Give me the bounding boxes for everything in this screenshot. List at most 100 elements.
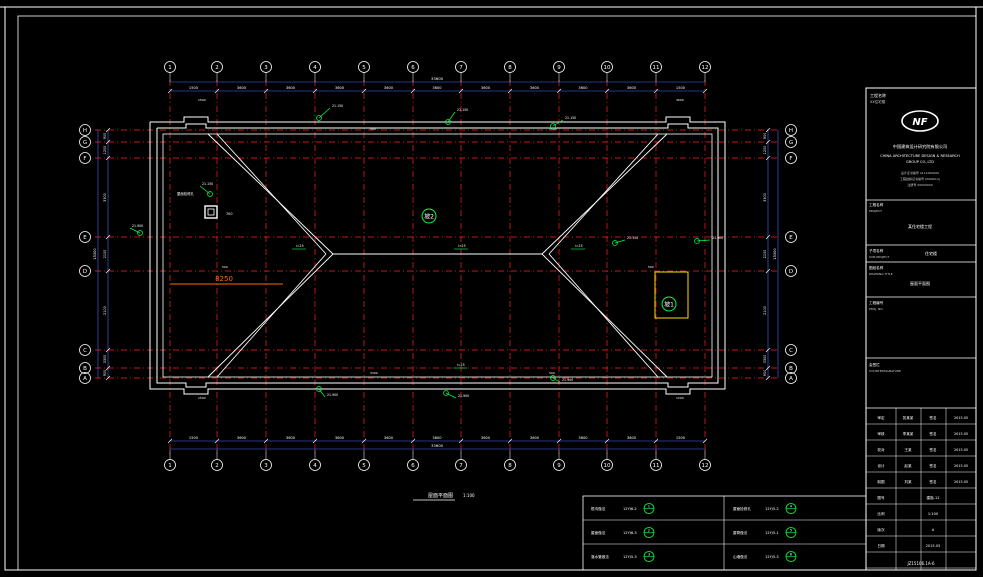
dim-text: 3600: [286, 86, 296, 90]
approve-sub: COUNTERSIGNATURE: [869, 369, 901, 373]
legend-label: 屋脊做法: [733, 530, 748, 535]
callout-leader: [552, 119, 564, 127]
axis-label-row: F: [789, 156, 792, 162]
dim-text: 1500: [189, 86, 199, 90]
dim-tick-v: [105, 127, 111, 133]
dim-tick: [556, 438, 562, 444]
project-sub: PROJECT: [869, 209, 882, 213]
dim-tick-v: [765, 234, 771, 240]
dim-tick: [604, 438, 610, 444]
legend-num: 6: [790, 553, 792, 557]
dim-text-v: 3300: [763, 355, 767, 364]
callout-marker: [550, 375, 556, 381]
company-name-en2: GROUP CO.,LTD: [906, 160, 934, 164]
cert-line-2: 工程勘察证书编号 000000-kj: [900, 176, 940, 181]
axis-label-row: G: [789, 140, 793, 146]
dim-text: 1500: [676, 86, 686, 90]
axis-label-col: 1: [168, 463, 172, 469]
drawing-border: [4, 6, 977, 571]
hip-line: [216, 133, 327, 255]
roof-edge: [162, 133, 713, 378]
dim-tick-v: [765, 375, 771, 381]
axis-label-row: F: [83, 156, 86, 162]
dim-text-v: 900: [763, 133, 767, 139]
elevation-text: 21.150: [627, 236, 638, 240]
legend-ref: 12YJ5-3: [623, 555, 637, 559]
dim-tick-v: [105, 375, 111, 381]
ridge-tag-text: 坡2: [424, 213, 434, 221]
callout-marker: [694, 238, 700, 244]
axis-label-row: C: [789, 348, 793, 354]
roof-plan-title: 屋面平面图: [428, 493, 453, 499]
axis-bubble-row: [785, 231, 797, 243]
dim-text: 3600: [335, 436, 345, 440]
dim-tick: [312, 88, 318, 94]
callout-marker: [207, 191, 213, 197]
sig-date: 2015.05: [954, 416, 968, 420]
elevation-text: 21.150: [457, 108, 468, 112]
axis-bubble-row: [79, 265, 91, 277]
legend-label: 檐沟做法: [591, 506, 606, 511]
legend-num: 1: [648, 505, 650, 509]
axis-bubble-row: [79, 362, 91, 374]
dim-text-v: 900: [763, 370, 767, 376]
dim-text-v: 2100: [763, 306, 767, 315]
axis-bubble-row: [79, 231, 91, 243]
info-key: 版次: [877, 527, 885, 532]
dim-tick: [410, 88, 416, 94]
cert-line-1: 设计证书编号 A111000000: [901, 170, 939, 175]
slope-text: i=25: [575, 244, 583, 248]
axis-label-row: B: [789, 366, 793, 372]
slope-text: i=25: [296, 244, 304, 248]
dim-text: 3600: [627, 86, 637, 90]
callout-marker: [137, 230, 143, 236]
slope-text: i=25: [458, 244, 466, 248]
legend-num: 4: [790, 505, 792, 509]
detail-dim: 500: [222, 265, 228, 269]
dim-text-v: 1200: [103, 146, 107, 155]
axis-label-row: B: [83, 366, 87, 372]
axis-label-col: 7: [459, 65, 463, 71]
dim-tick: [312, 438, 318, 444]
dim-text: 3600: [627, 436, 637, 440]
dim-text-v: 3300: [763, 193, 767, 202]
axis-label-col: 8: [508, 463, 512, 469]
sig-date: 2015.05: [954, 448, 968, 452]
elevation-text: 21.150: [565, 116, 576, 120]
detail-dim: 3600: [676, 98, 684, 102]
callout-marker: [612, 240, 618, 246]
axis-label-row: D: [83, 269, 87, 275]
drawing-value: 屋面平面图: [910, 280, 930, 286]
hatch-dim: 700: [226, 212, 232, 216]
dim-tick: [361, 438, 367, 444]
axis-bubble-row: [785, 344, 797, 356]
dim-text: 3600: [578, 436, 588, 440]
callout-leader: [199, 185, 211, 195]
dim-tick: [361, 88, 367, 94]
tb-top-value: XX住宅楼: [870, 99, 886, 104]
drawing-code: JZ15106.1A-6: [906, 561, 935, 566]
sub-label: 子项名称: [869, 248, 884, 253]
elevation-text: 21.900: [132, 224, 143, 228]
dim-tick: [410, 438, 416, 444]
callout-marker: [445, 119, 451, 125]
logo-text: NF: [912, 117, 927, 128]
callout-leader: [445, 392, 457, 399]
company-logo-icon: [901, 110, 939, 132]
sig-role: 制图: [877, 479, 885, 484]
axis-label-col: 5: [362, 65, 366, 71]
hatch-label: 屋面检修孔: [177, 191, 195, 196]
dim-text: 3600: [384, 86, 394, 90]
legend-num: 2: [648, 529, 650, 533]
dim-tick-v: [765, 139, 771, 145]
axis-label-col: 2: [215, 463, 219, 469]
dim-text: 3600: [286, 436, 296, 440]
info-value: A: [932, 528, 935, 532]
dim-text-v: 1200: [763, 146, 767, 155]
eave-inner: [156, 123, 719, 388]
callout-leader: [552, 377, 561, 383]
axis-bubble-row: [79, 344, 91, 356]
owner-label: 工程编号: [869, 300, 884, 305]
elevation-text: 21.150: [202, 182, 213, 186]
